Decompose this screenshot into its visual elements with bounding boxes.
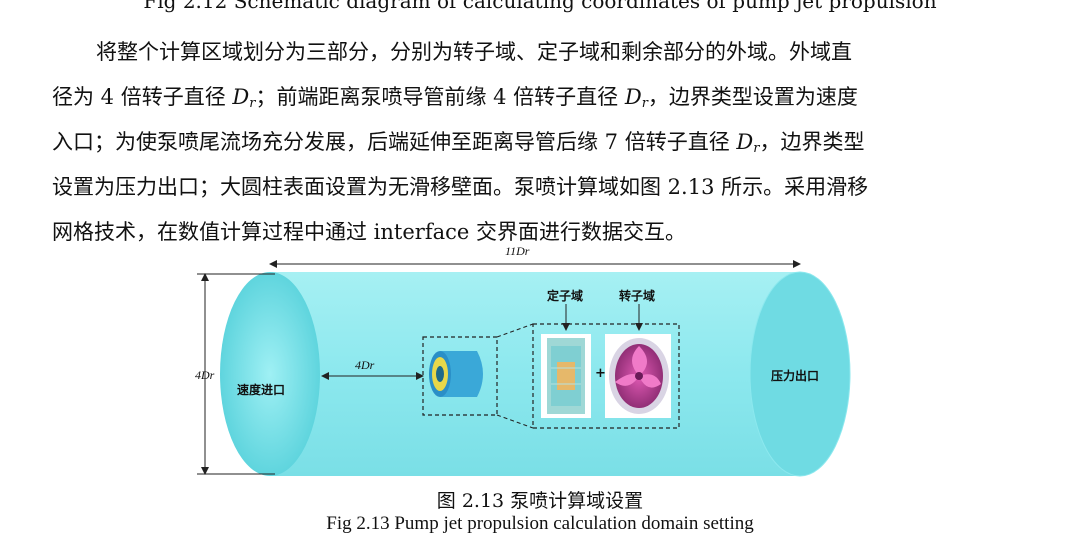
outlet-label: 压力出口 — [771, 369, 820, 383]
upstream-label: 4Dr — [355, 358, 375, 372]
symbol-sub: r — [753, 141, 760, 156]
figure-caption-en: Fig 2.13 Pump jet propulsion calculation… — [326, 513, 754, 534]
body-paragraph: 将整个计算区域划分为三部分，分别为转子域、定子域和剩余部分的外域。外域直 径为 … — [52, 30, 1012, 255]
text-segment: ，边界类型设置为速度 — [647, 85, 858, 109]
symbol-dr: Dr — [232, 85, 256, 111]
paragraph-line-4: 设置为压力出口；大圆柱表面设置为无滑移壁面。泵喷计算域如图 2.13 所示。采用… — [52, 175, 869, 199]
figure-caption-cn: 图 2.13 泵喷计算域设置 — [436, 490, 644, 512]
previous-figure-caption: Fig 2.12 Schematic diagram of calculatin… — [143, 0, 937, 13]
text-segment: 径为 4 倍转子直径 — [52, 85, 233, 109]
symbol-dr: Dr — [624, 85, 648, 111]
text-segment: ，边界类型 — [759, 130, 865, 154]
symbol-sub: r — [249, 96, 256, 111]
paragraph-line-1: 将整个计算区域划分为三部分，分别为转子域、定子域和剩余部分的外域。外域直 — [96, 40, 852, 64]
plus-sign: + — [595, 366, 606, 381]
symbol-main: D — [232, 85, 250, 109]
diameter-label: 4Dr — [195, 368, 215, 382]
paragraph-line-5: 网格技术，在数值计算过程中通过 interface 交界面进行数据交互。 — [52, 220, 686, 244]
propulsor-duct — [440, 351, 483, 397]
text-segment: ；前端距离泵喷导管前缘 4 倍转子直径 — [255, 85, 625, 109]
inlet-end-face — [220, 272, 320, 476]
cylinder-body — [270, 272, 800, 476]
stator-label: 定子域 — [547, 289, 584, 303]
paragraph-line-2: 径为 4 倍转子直径 Dr；前端距离泵喷导管前缘 4 倍转子直径 Dr，边界类型… — [52, 75, 1012, 120]
domain-figure: 11Dr 4Dr 4Dr 速度进口 压力出口 定子域 转子域 + — [185, 244, 855, 482]
outlet-end-face — [749, 271, 851, 477]
symbol-main: D — [624, 85, 642, 109]
symbol-main: D — [736, 130, 754, 154]
domain-diagram — [197, 260, 851, 477]
length-label: 11Dr — [505, 244, 530, 258]
text-segment: 入口；为使泵喷尾流场充分发展，后端延伸至距离导管后缘 7 倍转子直径 — [52, 130, 737, 154]
propulsor-box — [422, 336, 498, 416]
inlet-label: 速度进口 — [237, 383, 286, 397]
domain-detail-box — [532, 323, 680, 429]
symbol-dr: Dr — [736, 130, 760, 156]
rotor-label: 转子域 — [619, 289, 656, 303]
paragraph-line-3: 入口；为使泵喷尾流场充分发展，后端延伸至距离导管后缘 7 倍转子直径 Dr，边界… — [52, 120, 1012, 165]
symbol-sub: r — [641, 96, 648, 111]
